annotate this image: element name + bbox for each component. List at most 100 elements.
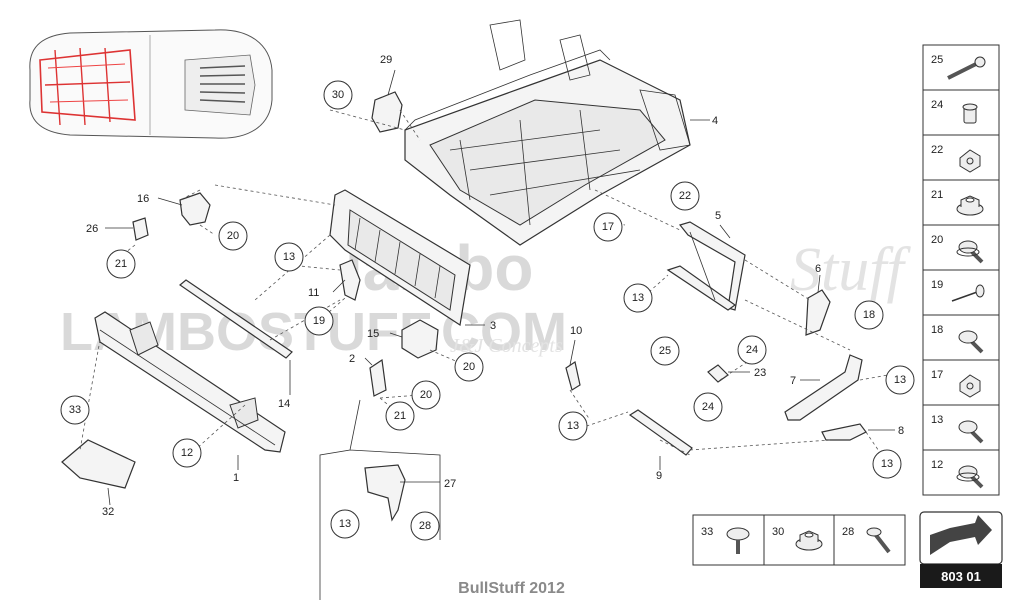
- clip-nut-icon: [959, 374, 981, 398]
- callout-26: 26: [86, 223, 98, 235]
- circle-13: 13: [330, 509, 360, 539]
- watermark-script-text: Stuff: [790, 236, 911, 304]
- svg-text:18: 18: [863, 309, 875, 321]
- circle-13: 13: [872, 449, 902, 479]
- callout-15: 15: [367, 328, 379, 340]
- legend-row-19: 19: [923, 269, 999, 302]
- circle-13: 13: [885, 365, 915, 395]
- legend-number: 24: [931, 99, 943, 111]
- legend-number: 30: [772, 526, 784, 538]
- hex-bolt-icon: [958, 330, 984, 354]
- callout-11: 11: [308, 287, 319, 299]
- callout-5: 5: [715, 210, 721, 222]
- circled-callouts: 30 20 21 13 19 20 20 21 33 12 13 28 22 1…: [60, 80, 915, 541]
- svg-text:20: 20: [420, 389, 432, 401]
- part-16-bracket: [179, 192, 211, 226]
- circle-12: 12: [172, 438, 202, 468]
- washer-bolt-icon: [956, 465, 984, 489]
- flange-bolt-icon: [956, 240, 984, 264]
- callout-7: 7: [790, 375, 796, 387]
- torx-bolt-icon: [958, 420, 984, 444]
- part-27-bracket: [364, 464, 406, 522]
- svg-text:13: 13: [894, 374, 906, 386]
- svg-text:24: 24: [702, 401, 714, 413]
- long-bolt-icon: [947, 56, 986, 80]
- circle-20: 20: [218, 221, 248, 251]
- circle-28: 28: [410, 511, 440, 541]
- callout-14: 14: [278, 398, 290, 410]
- callout-labels: 29 4 16 26 11 3 15 2 14 1 32 27 5 6 10 2…: [86, 54, 904, 518]
- legend-row-22: 22: [923, 134, 999, 173]
- legend-number: 20: [931, 234, 943, 246]
- legend-cell-33: 33: [701, 526, 750, 554]
- callout-1: 1: [233, 472, 239, 484]
- legend-row-12: 12: [923, 449, 999, 489]
- part-6-bracket: [805, 289, 831, 336]
- legend-cell-30: 30: [772, 526, 823, 551]
- part-4-front-frame: [404, 19, 691, 246]
- svg-text:24: 24: [746, 344, 758, 356]
- svg-text:13: 13: [339, 518, 351, 530]
- circle-13: 13: [623, 283, 653, 313]
- legend-row-24: 24: [923, 89, 999, 124]
- hex-flange-nut-icon: [956, 195, 984, 216]
- footer-credit: BullStuff 2012: [458, 580, 565, 597]
- short-bolt-icon: [866, 527, 891, 554]
- part-11-bracket: [339, 259, 361, 301]
- callout-6: 6: [815, 263, 821, 275]
- callout-4: 4: [712, 115, 718, 127]
- watermark: LAMBOSTUFF.COM lambo Stuff J&J Concepts: [60, 232, 911, 362]
- legend-number: 18: [931, 324, 943, 336]
- callout-16: 16: [137, 193, 149, 205]
- svg-text:19: 19: [313, 315, 325, 327]
- part-9-strip: [628, 409, 693, 456]
- part-7-arm: [784, 354, 863, 421]
- legend-row-20: 20: [923, 224, 999, 264]
- callout-27: 27: [444, 478, 456, 490]
- legend-number: 17: [931, 369, 943, 381]
- svg-text:21: 21: [394, 410, 406, 422]
- svg-text:33: 33: [69, 404, 81, 416]
- circle-30: 30: [323, 80, 353, 110]
- fastener-legend-right: 25 24 22 21 20 19 18 17 13 12: [922, 44, 1000, 496]
- legend-number: 19: [931, 279, 943, 291]
- legend-row-21: 21: [923, 179, 999, 216]
- page-number: 803 01: [941, 569, 981, 584]
- legend-row-17: 17: [923, 359, 999, 398]
- svg-text:17: 17: [602, 221, 614, 233]
- fastener-legend-bottom: 33 30 28: [692, 514, 906, 566]
- legend-number: 13: [931, 414, 943, 426]
- svg-text:30: 30: [332, 89, 344, 101]
- leader-lines: [105, 69, 895, 600]
- legend-number: 22: [931, 144, 943, 156]
- callout-32: 32: [102, 506, 114, 518]
- circle-20: 20: [411, 380, 441, 410]
- part-2-bracket: [369, 358, 387, 397]
- part-8-bracket: [821, 423, 867, 441]
- page-indicator: 803 01: [919, 511, 1003, 588]
- callout-8: 8: [898, 425, 904, 437]
- circle-21: 21: [106, 249, 136, 279]
- callout-9: 9: [656, 470, 662, 482]
- svg-text:13: 13: [283, 251, 295, 263]
- legend-number: 28: [842, 526, 854, 538]
- svg-text:22: 22: [679, 190, 691, 202]
- legend-row-25: 25: [931, 54, 986, 80]
- circle-22: 22: [670, 181, 700, 211]
- circle-20: 20: [454, 352, 484, 382]
- circle-21: 21: [385, 401, 415, 431]
- svg-text:12: 12: [181, 447, 193, 459]
- page-number-box: [920, 564, 1002, 588]
- circle-17: 17: [593, 212, 623, 242]
- legend-number: 25: [931, 54, 943, 66]
- svg-text:13: 13: [881, 458, 893, 470]
- svg-text:13: 13: [567, 420, 579, 432]
- circle-19: 19: [304, 306, 334, 336]
- watermark-sub-text: J&J Concepts: [450, 335, 563, 357]
- svg-text:25: 25: [659, 345, 671, 357]
- pan-head-screw-icon: [726, 527, 750, 554]
- legend-cell-28: 28: [842, 526, 891, 554]
- legend-number: 33: [701, 526, 713, 538]
- circle-33: 33: [60, 395, 90, 425]
